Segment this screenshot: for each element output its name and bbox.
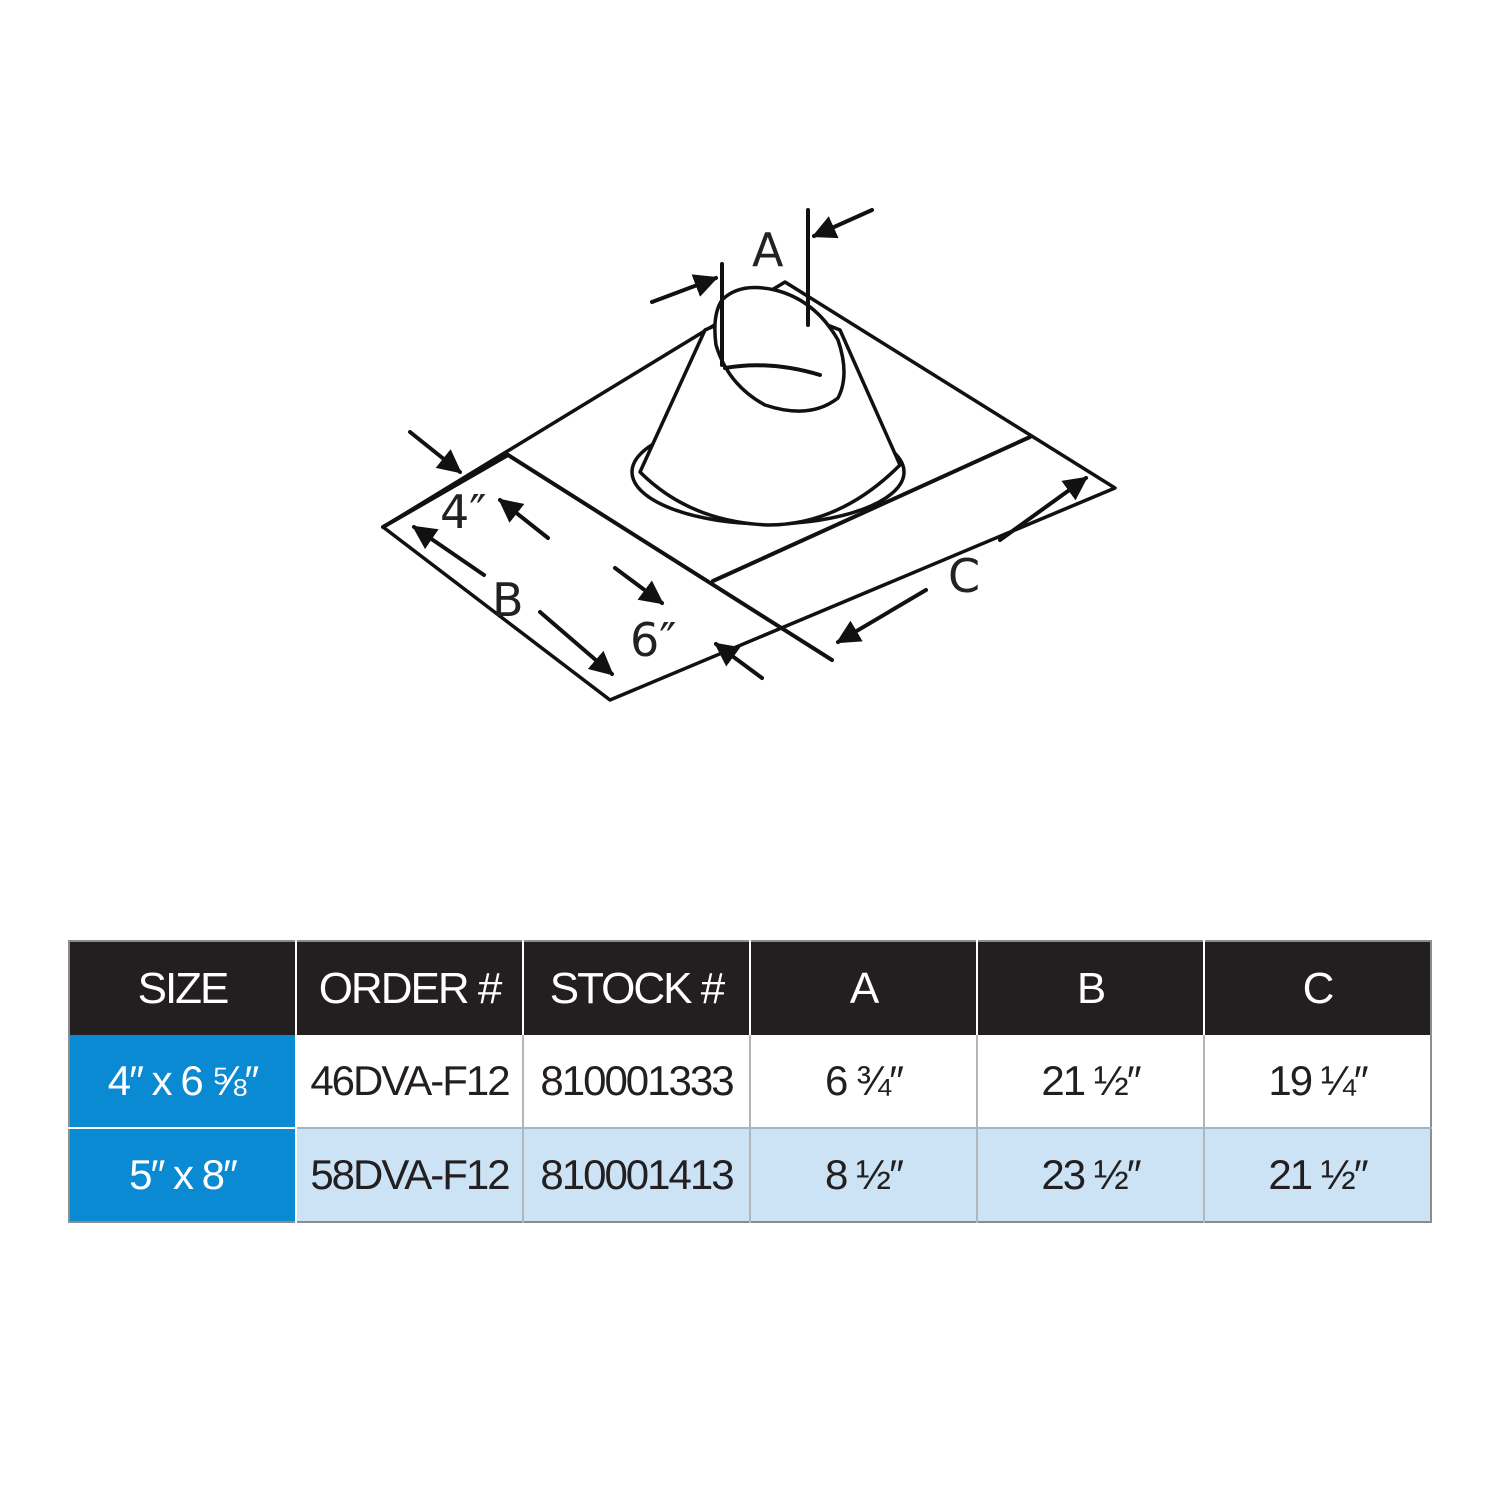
dim-4-bottom-arrow (498, 498, 550, 540)
cell-b: 23 ½″ (977, 1128, 1205, 1222)
cone-inner-rim (723, 363, 822, 377)
flashing-diagram: A 4″ B 6″ C (381, 208, 1117, 702)
dim-6-lower-arrow (714, 642, 764, 680)
dim-c-upper-arrow (998, 476, 1088, 542)
cone-top-opening (713, 285, 846, 413)
table-row: 4″ x 6 ⅝″ 46DVA-F12 810001333 6 ¾″ 21 ½″… (69, 1035, 1431, 1129)
cell-size: 5″ x 8″ (69, 1128, 297, 1222)
table-header-row: SIZE ORDER # STOCK # A B C (69, 941, 1431, 1035)
header-c: C (1204, 941, 1431, 1035)
dim-a-left-arrow (650, 274, 719, 304)
header-stock: STOCK # (523, 941, 751, 1035)
header-b: B (977, 941, 1205, 1035)
dim-b-upper-arrow (412, 525, 486, 577)
cell-a: 8 ½″ (750, 1128, 978, 1222)
label-4-inch: 4″ (440, 485, 486, 539)
dim-4-extension (381, 453, 510, 529)
plate-inner-line-left (506, 453, 834, 662)
plate-inner-line-right (711, 435, 1032, 583)
cell-a: 6 ¾″ (750, 1035, 978, 1129)
dim-4-top-arrow (408, 430, 462, 474)
dim-6-upper-arrow (613, 566, 664, 605)
cell-size: 4″ x 6 ⅝″ (69, 1035, 297, 1129)
dim-c-lower-arrow (835, 588, 928, 644)
header-a: A (750, 941, 978, 1035)
dim-b-lower-arrow (538, 610, 614, 676)
cell-stock: 810001413 (523, 1128, 751, 1222)
cell-c: 21 ½″ (1204, 1128, 1431, 1222)
label-a: A (752, 223, 784, 277)
header-order: ORDER # (296, 941, 524, 1035)
label-c: C (948, 549, 980, 603)
cell-order: 58DVA-F12 (296, 1128, 524, 1222)
table-row: 5″ x 8″ 58DVA-F12 810001413 8 ½″ 23 ½″ 2… (69, 1128, 1431, 1222)
spec-table: SIZE ORDER # STOCK # A B C 4″ x 6 ⅝″ 46D… (68, 940, 1432, 1223)
cell-order: 46DVA-F12 (296, 1035, 524, 1129)
cell-b: 21 ½″ (977, 1035, 1205, 1129)
label-b: B (492, 573, 524, 627)
dim-a-right-arrow (811, 208, 874, 239)
cell-stock: 810001333 (523, 1035, 751, 1129)
cell-c: 19 ¼″ (1204, 1035, 1431, 1129)
header-size: SIZE (69, 941, 297, 1035)
label-6-inch: 6″ (630, 613, 676, 667)
